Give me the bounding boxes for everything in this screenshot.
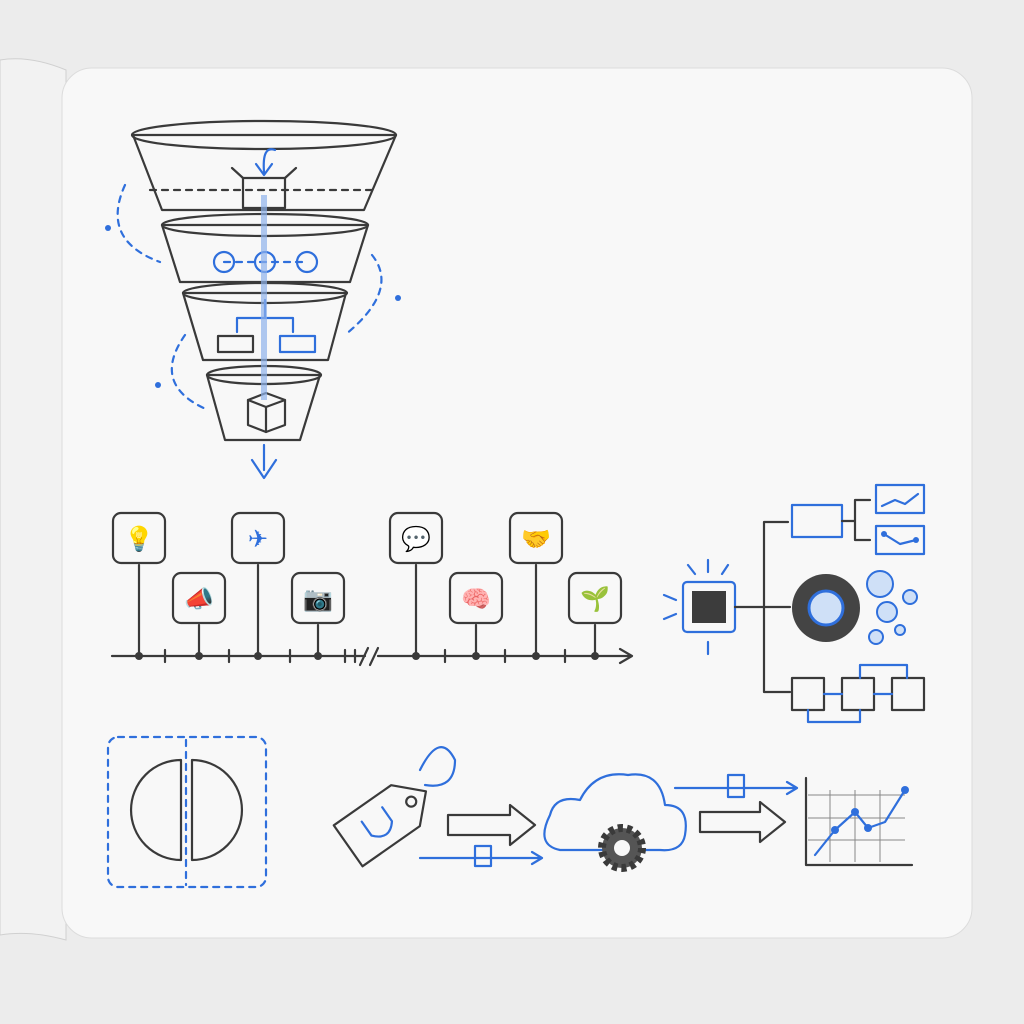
chart-window-icon <box>874 524 926 556</box>
split-circle-icon <box>129 738 244 887</box>
timeline-marker: 💡 <box>111 511 167 660</box>
cloud-gear-icon <box>543 773 687 872</box>
sprout-icon: 🌱 <box>580 585 610 613</box>
timeline-marker: 📷 <box>290 571 346 660</box>
side-arrow-icon <box>116 183 162 264</box>
line-chart-icon <box>804 776 914 867</box>
side-arrow-icon <box>170 333 210 412</box>
document-icon <box>473 844 493 868</box>
output-arrow-icon <box>250 443 278 480</box>
megaphone-icon: 📣 <box>184 585 214 613</box>
hub-diagram <box>662 483 926 724</box>
lightbulb-icon: 💡 <box>124 525 154 553</box>
arrow-icon <box>698 800 787 844</box>
timeline-marker: 📣 <box>171 571 227 660</box>
price-tag-icon <box>332 784 428 868</box>
bubbles-icon <box>866 570 918 645</box>
camera-icon: 📷 <box>303 585 333 613</box>
timeline: 💡 📣 ✈ 📷 💬 🧠 🤝 🌱 <box>110 511 634 667</box>
handshake-stars-icon: 🤝 <box>521 525 551 553</box>
bottom-flow <box>106 735 914 889</box>
side-arrow-icon <box>343 253 383 337</box>
paper-plane-icon: ✈ <box>248 525 268 553</box>
timeline-marker: ✈ <box>230 511 286 660</box>
brain-icon: 🧠 <box>461 585 491 613</box>
timeline-marker: 💬 <box>388 511 444 660</box>
arrow-icon <box>446 803 537 847</box>
funnel-stage-1 <box>130 119 398 212</box>
document-icon <box>726 773 746 799</box>
notebook <box>0 58 973 941</box>
timeline-marker: 🌱 <box>567 571 623 660</box>
chart-window-icon <box>874 483 926 515</box>
funnel <box>105 119 401 480</box>
timeline-marker: 🤝 <box>508 511 564 660</box>
process-squares-icon <box>790 663 926 724</box>
notebook-page <box>61 67 973 939</box>
timeline-marker: 🧠 <box>448 571 504 660</box>
speech-bubble-icon: 💬 <box>401 525 431 553</box>
